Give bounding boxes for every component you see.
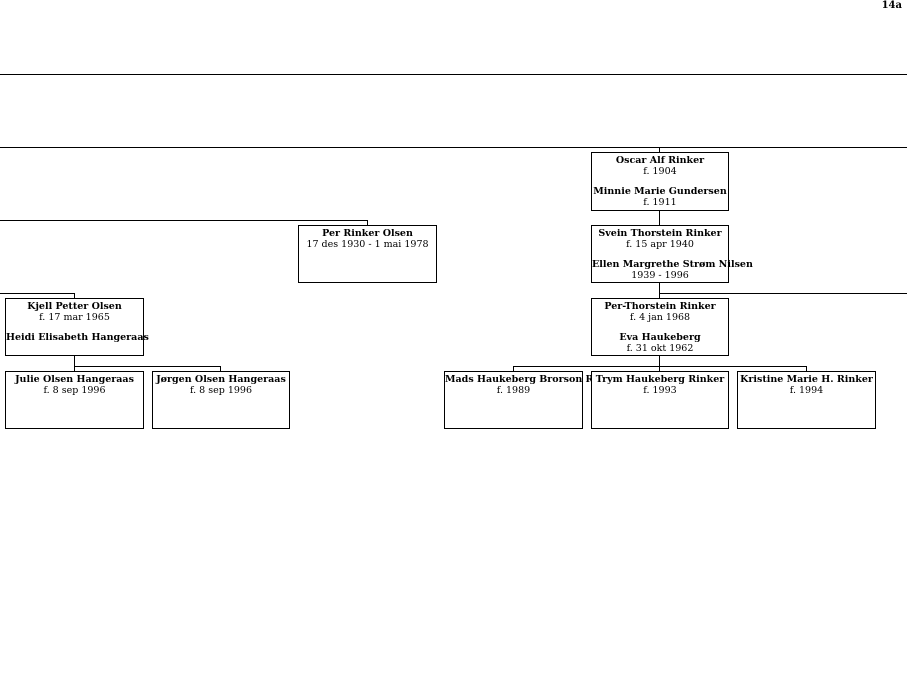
person-box-per-rinker[interactable]: Per Rinker Olsen 17 des 1930 - 1 mai 197… [298, 225, 437, 283]
connector-line [659, 366, 660, 371]
person-box-kristine[interactable]: Kristine Marie H. Rinker f. 1994 [737, 371, 876, 429]
connector-line [659, 210, 660, 225]
person-box-jorgen[interactable]: Jørgen Olsen Hangeraas f. 8 sep 1996 [152, 371, 290, 429]
spouse-name: Ellen Margrethe Strøm Nilsen [592, 259, 753, 270]
spouse-name: Heidi Elisabeth Hangeraas [6, 332, 149, 343]
person-date: f. 17 mar 1965 [39, 311, 110, 323]
connector-line [513, 366, 514, 371]
person-name: Oscar Alf Rinker [615, 155, 705, 166]
person-name: Kjell Petter Olsen [27, 301, 122, 312]
person-name: Kristine Marie H. Rinker [740, 374, 873, 385]
person-box-kjell[interactable]: Kjell Petter Olsen f. 17 mar 1965 Heidi … [5, 298, 149, 356]
person-name: Trym Haukeberg Rinker [595, 374, 725, 385]
connector-line [0, 74, 907, 75]
spouse-date: f. 31 okt 1962 [626, 342, 694, 354]
person-box-mads[interactable]: Mads Haukeberg Brorson Rinker f. 1989 [444, 371, 622, 429]
person-name: Jørgen Olsen Hangeraas [156, 374, 286, 385]
spouse-date: f. 1911 [643, 196, 677, 208]
spouse-name: Eva Haukeberg [619, 332, 701, 343]
connector-line [74, 293, 75, 298]
person-box-per-thorstein[interactable]: Per-Thorstein Rinker f. 4 jan 1968 Eva H… [591, 298, 729, 356]
connector-line [74, 355, 75, 366]
connector-line [74, 366, 75, 371]
connector-line [659, 355, 660, 366]
spouse-name: Minnie Marie Gundersen [593, 186, 727, 197]
page-number: 14a [881, 0, 902, 11]
connector-line [0, 293, 74, 294]
connector-line [806, 366, 807, 371]
person-date: f. 1989 [496, 384, 531, 396]
person-date: f. 4 jan 1968 [629, 311, 691, 323]
person-box-oscar[interactable]: Oscar Alf Rinker f. 1904 Minnie Marie Gu… [591, 152, 729, 211]
person-name: Per Rinker Olsen [322, 228, 413, 239]
connector-line [0, 220, 367, 221]
connector-line [659, 147, 660, 152]
person-date: f. 1904 [643, 165, 677, 177]
person-date: f. 1993 [643, 384, 677, 396]
connector-line [659, 282, 660, 298]
person-name: Svein Thorstein Rinker [598, 228, 722, 239]
person-date: f. 15 apr 1940 [626, 238, 694, 250]
connector-line [513, 366, 807, 367]
person-box-julie[interactable]: Julie Olsen Hangeraas f. 8 sep 1996 [5, 371, 144, 429]
person-name: Julie Olsen Hangeraas [15, 374, 134, 385]
person-date: f. 8 sep 1996 [189, 384, 253, 396]
person-date: f. 8 sep 1996 [43, 384, 106, 396]
connector-line [0, 147, 907, 148]
person-box-trym[interactable]: Trym Haukeberg Rinker f. 1993 [591, 371, 729, 429]
connector-line [659, 293, 907, 294]
person-date: f. 1994 [789, 384, 824, 396]
connector-line [74, 366, 221, 367]
person-name: Mads Haukeberg Brorson Rinker [445, 374, 622, 385]
spouse-date: 1939 - 1996 [631, 269, 689, 281]
person-date: 17 des 1930 - 1 mai 1978 [306, 238, 429, 250]
connector-line [220, 366, 221, 371]
person-name: Per-Thorstein Rinker [604, 301, 716, 312]
person-box-svein[interactable]: Svein Thorstein Rinker f. 15 apr 1940 El… [591, 225, 753, 283]
connector-line [367, 220, 368, 225]
